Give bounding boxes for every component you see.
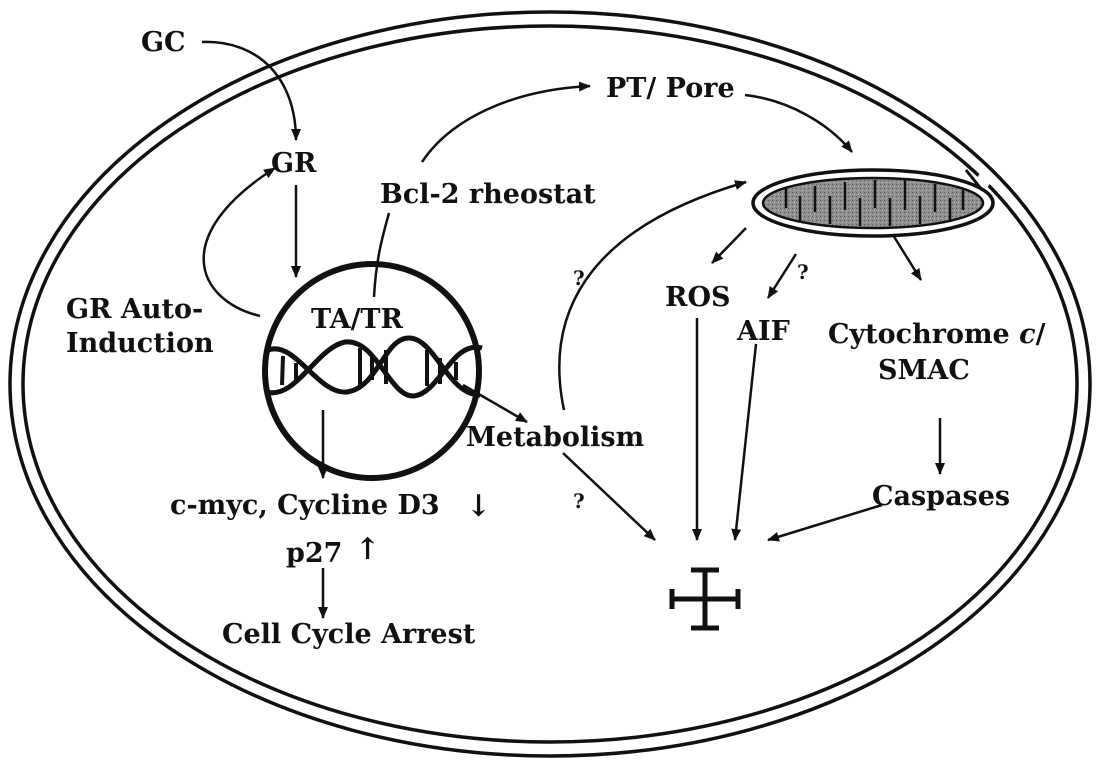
label-gr-auto-induction-line1: GR Auto- — [66, 296, 203, 323]
mitochondrion-icon — [753, 170, 993, 236]
label-gr-auto-induction-line2: Induction — [66, 330, 214, 357]
label-aif: AIF — [737, 318, 790, 345]
label-question-aif: ? — [797, 262, 809, 282]
label-gr: GR — [271, 150, 317, 177]
label-ta-tr: TA/TR — [311, 306, 403, 333]
label-ros: ROS — [665, 284, 730, 311]
label-caspases: Caspases — [872, 483, 1010, 510]
label-p27: p27 — [286, 540, 342, 567]
label-cytochrome-c: Cytochrome c/ — [828, 321, 1045, 348]
label-metabolism: Metabolism — [466, 424, 644, 451]
label-smac: SMAC — [878, 357, 970, 384]
label-question-metabolism-death: ? — [573, 491, 585, 511]
label-question-metabolism-mito: ? — [573, 268, 585, 288]
label-cmyc-cycline-d3: c-myc, Cycline D3 — [170, 492, 440, 519]
label-cell-cycle-arrest: Cell Cycle Arrest — [222, 621, 475, 648]
cross-icon — [672, 570, 738, 628]
label-pt-pore: PT/ Pore — [606, 75, 735, 102]
label-bcl2-rheostat: Bcl-2 rheostat — [380, 181, 596, 208]
arrow-up-p27: ↑ — [355, 535, 380, 565]
label-gc: GC — [141, 29, 186, 56]
arrow-down-cmyc: ↓ — [466, 492, 491, 522]
